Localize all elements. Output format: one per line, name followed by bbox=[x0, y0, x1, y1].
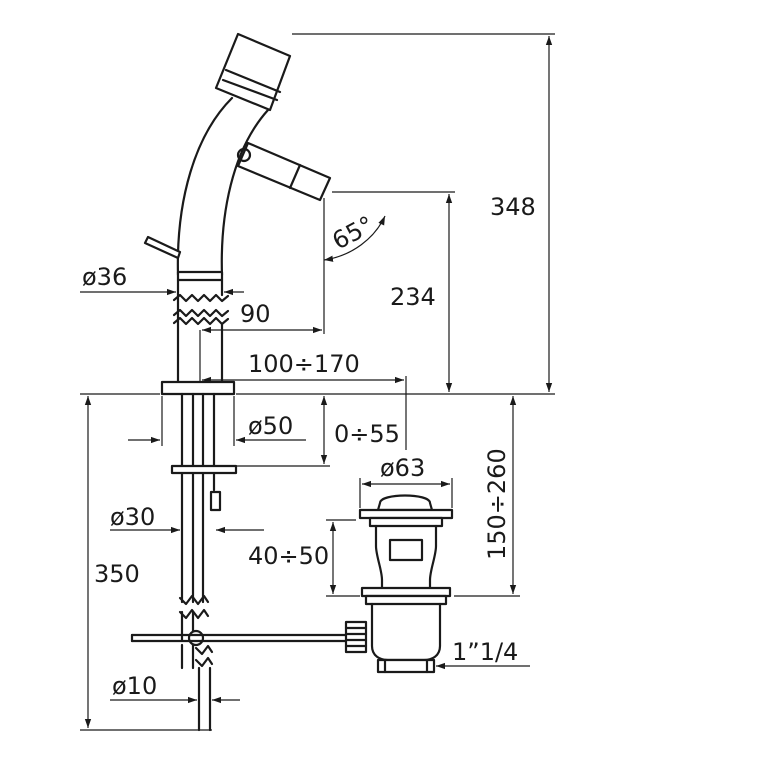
dim-rod-adjust: 40÷50 bbox=[248, 542, 329, 570]
dimension-labels: 348 234 ø36 90 100÷170 ø50 0÷55 ø63 150÷… bbox=[82, 193, 536, 700]
dim-overall-depth: 350 bbox=[94, 560, 140, 588]
dim-spout-swivel-angle: 65° bbox=[328, 211, 379, 256]
dim-rod-diameter: ø10 bbox=[112, 672, 157, 700]
dim-waste-length: 150÷260 bbox=[483, 448, 511, 560]
faucet-body bbox=[143, 32, 332, 396]
dim-waste-head-diameter: ø63 bbox=[380, 454, 425, 482]
waste-assembly bbox=[344, 494, 454, 674]
shank-assembly bbox=[130, 392, 352, 732]
dim-worktop-thickness: 0÷55 bbox=[334, 420, 400, 448]
dim-shank-diameter: ø30 bbox=[110, 503, 155, 531]
dim-total-height: 348 bbox=[490, 193, 536, 221]
dim-waste-thread: 1”1/4 bbox=[452, 638, 518, 666]
dim-spout-height: 234 bbox=[390, 283, 436, 311]
dim-pop-up-reach: 100÷170 bbox=[248, 350, 360, 378]
dim-base-diameter: ø50 bbox=[248, 412, 293, 440]
dimension-lines bbox=[80, 33, 555, 731]
dim-body-diameter: ø36 bbox=[82, 263, 127, 291]
dim-spout-reach: 90 bbox=[240, 300, 271, 328]
